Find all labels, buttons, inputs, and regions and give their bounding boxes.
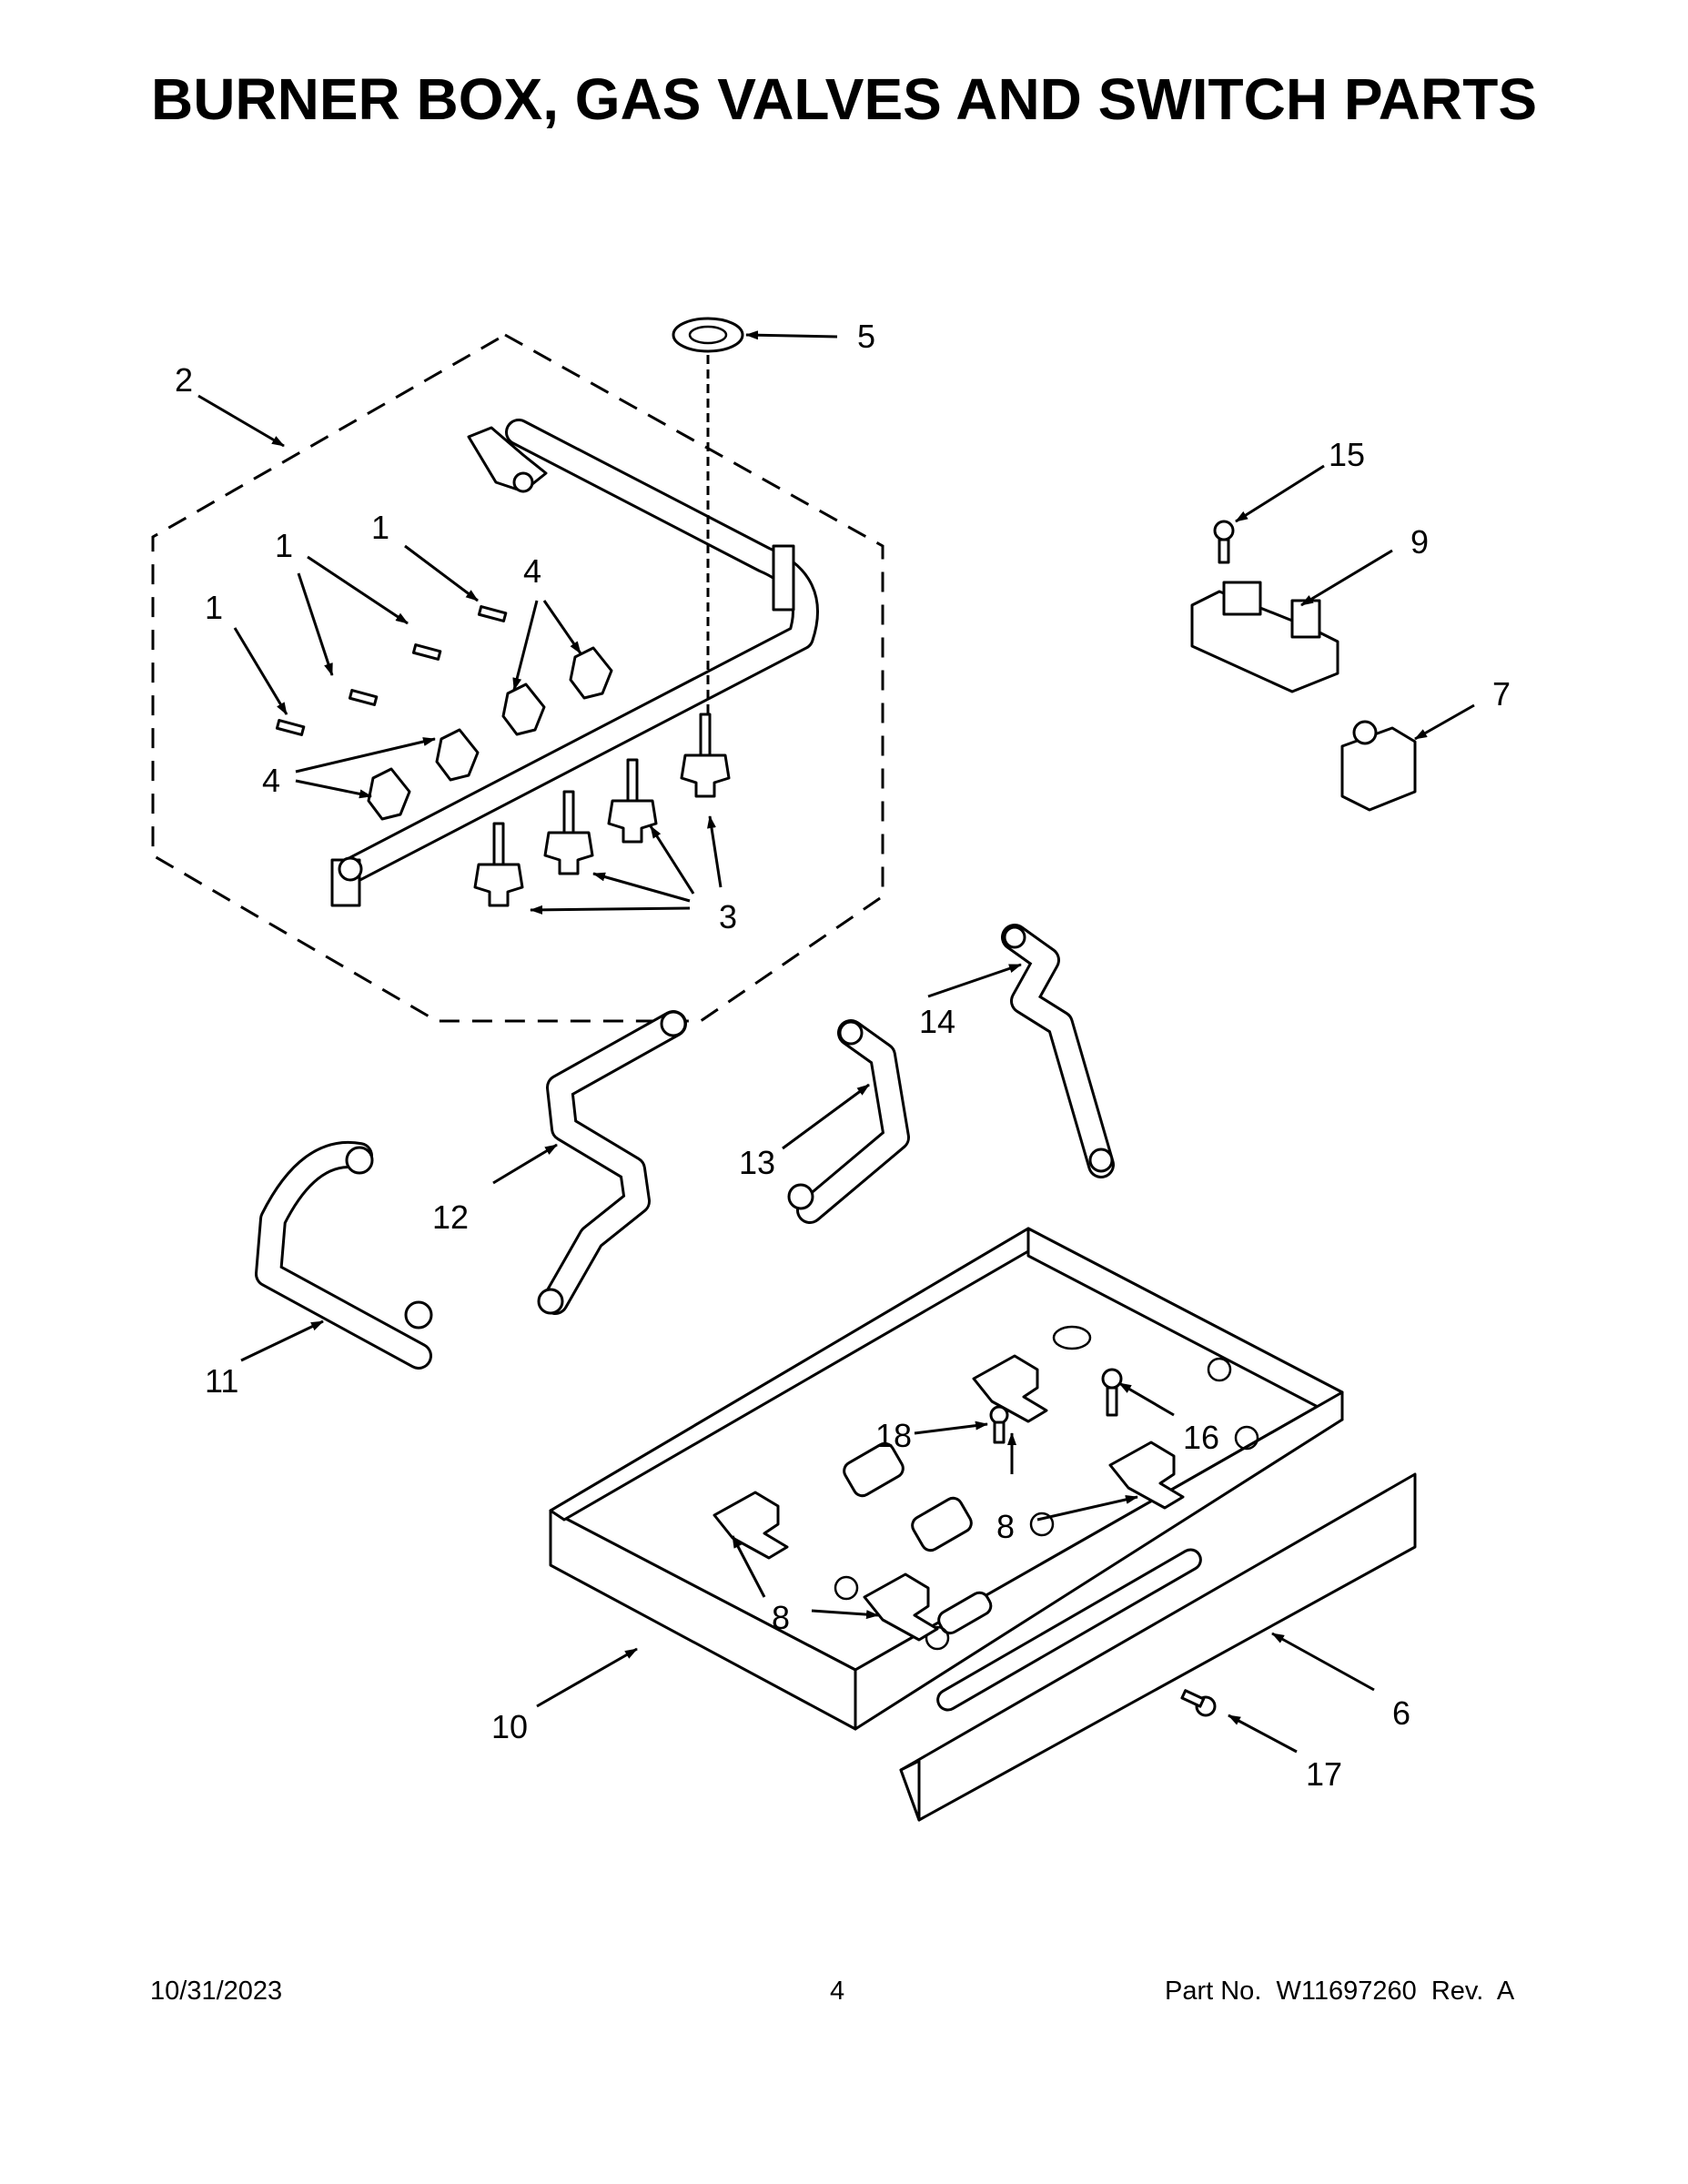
- page-title: BURNER BOX, GAS VALVES AND SWITCH PARTS: [150, 66, 1538, 132]
- gas-manifold: [330, 419, 819, 907]
- burner-box: [549, 1227, 1344, 1731]
- callout-15: 15: [1329, 436, 1365, 473]
- callout-1-top: 1: [371, 509, 389, 546]
- callout-9: 9: [1410, 523, 1429, 561]
- burner-valves: [473, 713, 731, 907]
- callout-4-upper: 4: [523, 552, 541, 590]
- tube-14: [1001, 924, 1115, 1178]
- tube-11: [255, 1140, 433, 1370]
- callout-2: 2: [175, 361, 193, 399]
- leader-arrows: [197, 330, 1475, 1754]
- pressure-regulator: [1340, 720, 1417, 812]
- burner-brackets: [713, 1354, 1185, 1642]
- footer-page-number: 4: [830, 1977, 845, 2006]
- callout-6: 6: [1392, 1694, 1410, 1732]
- valve-brackets: [367, 646, 613, 821]
- screw-17: [1180, 1689, 1217, 1717]
- tube-12: [537, 1010, 687, 1315]
- callout-7: 7: [1492, 675, 1511, 713]
- callout-labels: 2 1 1 1 4 4 3 5 15 9 7 14 13 12 11 18 16…: [175, 318, 1511, 1793]
- callout-13: 13: [739, 1144, 775, 1181]
- spark-module: [1190, 581, 1339, 693]
- callout-11: 11: [205, 1362, 238, 1400]
- screw-16: [1101, 1368, 1123, 1417]
- callout-17: 17: [1306, 1755, 1342, 1793]
- callout-14: 14: [919, 1003, 955, 1040]
- callout-4-lower: 4: [262, 762, 280, 799]
- screws: [275, 605, 508, 736]
- callout-12: 12: [432, 1198, 469, 1236]
- callout-8-right: 8: [996, 1508, 1015, 1545]
- callout-16: 16: [1183, 1419, 1219, 1456]
- tube-13: [787, 1019, 910, 1224]
- footer-date: 10/31/2023: [150, 1977, 283, 2006]
- front-panel: [899, 1472, 1417, 1822]
- callout-3: 3: [719, 898, 737, 935]
- screw-18: [989, 1405, 1009, 1444]
- burner-cap: [672, 317, 744, 719]
- footer-part-number: Part No. W11697260 Rev. A: [1165, 1977, 1515, 2006]
- callout-1-left: 1: [205, 589, 223, 626]
- callout-1-middle: 1: [275, 527, 293, 564]
- callout-8-left: 8: [772, 1599, 790, 1636]
- callout-5: 5: [857, 318, 875, 355]
- callout-10: 10: [491, 1708, 528, 1745]
- callout-18: 18: [875, 1417, 912, 1454]
- mounting-screw: [1213, 520, 1235, 564]
